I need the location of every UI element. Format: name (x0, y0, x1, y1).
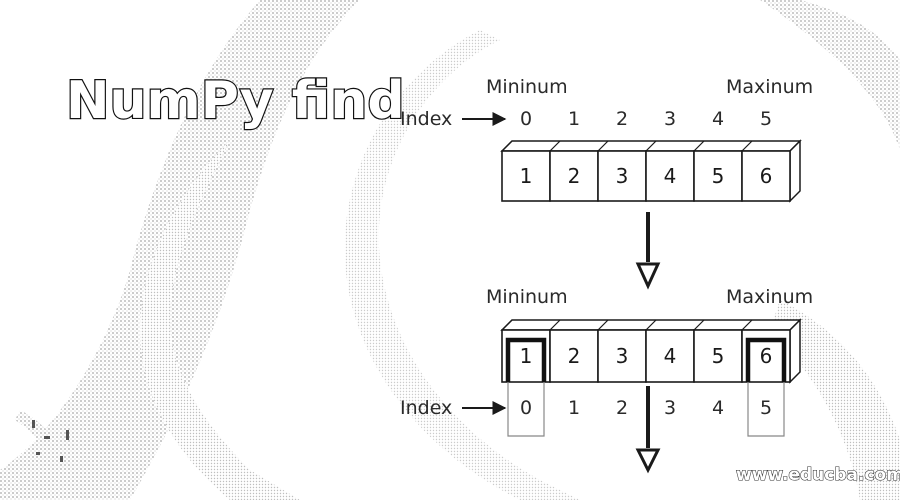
top-cell-value: 3 (616, 164, 629, 188)
top-cell-edge (501, 140, 513, 152)
watermark-text: www.educba.com (736, 465, 900, 485)
top-index-label: Index (400, 108, 452, 130)
decor-marks (32, 420, 69, 462)
bottom-max-label: Maxinum (726, 286, 813, 308)
bottom-cell-edge (501, 319, 513, 331)
bottom-cell-value: 5 (712, 344, 725, 368)
bottom-index-value: 5 (760, 397, 772, 419)
bottom-cell-edge (597, 319, 609, 331)
bottom-index-value: 3 (664, 397, 676, 419)
highlight-frame (745, 337, 787, 382)
bottom-cell-value: 2 (568, 344, 581, 368)
bottom-cell-edge (693, 319, 705, 331)
bottom-cell (693, 329, 743, 383)
top-cell (741, 150, 791, 202)
top-cell-edge (597, 140, 609, 152)
top-index-value: 2 (616, 108, 628, 130)
bottom-arrow-head (635, 448, 661, 474)
top-cell-value: 2 (568, 164, 581, 188)
top-cell-edge (549, 140, 561, 152)
top-cell-value: 1 (520, 164, 533, 188)
top-cell (693, 150, 743, 202)
bottom-min-label: Mininum (486, 286, 568, 308)
top-array-cells: 1 2 3 4 5 6 (500, 139, 802, 203)
bottom-index-row: 0 1 2 3 4 5 (520, 397, 772, 419)
page-title: NumPy find (66, 71, 405, 131)
top-cell-edge (645, 140, 657, 152)
bottom-cell-edge (549, 319, 561, 331)
top-cell-value: 5 (712, 164, 725, 188)
bottom-side-face (789, 318, 801, 384)
top-cell-value: 6 (760, 164, 773, 188)
top-cell-value: 4 (664, 164, 677, 188)
top-side-face (789, 139, 801, 203)
bottom-index-value: 2 (616, 397, 628, 419)
top-cell (645, 150, 695, 202)
top-index-value: 4 (712, 108, 724, 130)
highlight-brackets (505, 337, 787, 437)
top-max-label: Maxinum (726, 76, 813, 98)
bottom-cell-value: 4 (664, 344, 677, 368)
top-index-value: 5 (760, 108, 772, 130)
top-index-value: 0 (520, 108, 532, 130)
bottom-index-value: 4 (712, 397, 724, 419)
top-cell (549, 150, 599, 202)
highlight-frame (505, 337, 547, 382)
highlight-connector (747, 382, 785, 437)
top-index-value: 3 (664, 108, 676, 130)
bottom-index-value: 0 (520, 397, 532, 419)
bottom-cell (597, 329, 647, 383)
top-cell-edge (693, 140, 705, 152)
top-index-value: 1 (568, 108, 580, 130)
bottom-cell-edge (645, 319, 657, 331)
bottom-index-value: 1 (568, 397, 580, 419)
down-arrow-head (635, 262, 661, 290)
top-index-row: 0 1 2 3 4 5 (520, 108, 772, 130)
bottom-array-cells: 1 2 3 4 5 6 (500, 318, 802, 384)
bottom-index-label: Index (400, 397, 452, 419)
bottom-cell-value: 3 (616, 344, 629, 368)
bottom-cell-value: 6 (760, 344, 773, 368)
bottom-cell-value: 1 (520, 344, 533, 368)
top-min-label: Mininum (486, 76, 568, 98)
highlight-connector (507, 382, 545, 437)
bottom-cell-edge (741, 319, 753, 331)
top-cell-edge (741, 140, 753, 152)
